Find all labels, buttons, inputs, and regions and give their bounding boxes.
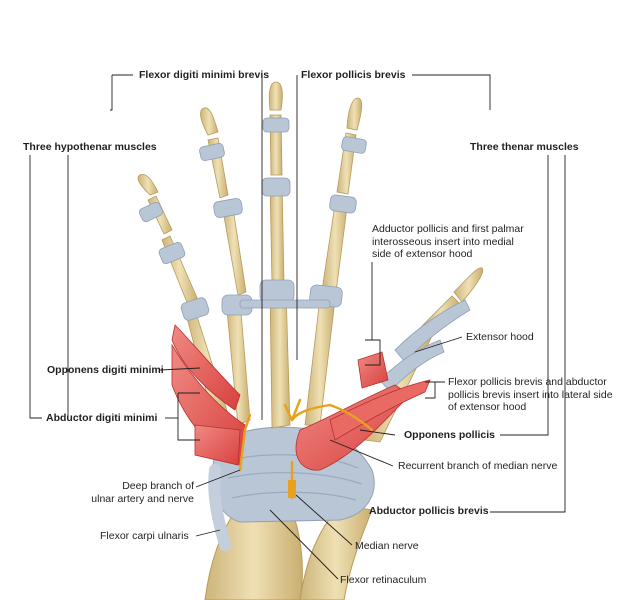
label-fpb-insert: Flexor pollicis brevis and abductor poll… — [448, 376, 613, 414]
label-flexor-digiti-minimi-brevis: Flexor digiti minimi brevis — [139, 69, 270, 81]
label-opponens-pollicis: Opponens pollicis — [404, 429, 496, 441]
nerves — [238, 398, 374, 500]
label-abductor-pollicis-brevis: Abductor pollicis brevis — [369, 505, 489, 517]
label-median-nerve: Median nerve — [355, 540, 419, 552]
label-fpb-insert-line3: of extensor hood — [448, 401, 527, 413]
label-flexor-retinaculum: Flexor retinaculum — [340, 574, 427, 586]
joint-ligaments — [138, 117, 471, 393]
label-adductor-insert: Adductor pollicis and first palmar inter… — [372, 223, 524, 261]
hypothenar-muscles — [171, 324, 246, 466]
label-opponens-digiti-minimi: Opponens digiti minimi — [47, 364, 164, 376]
label-deep-branch: Deep branch of ulnar artery and nerve — [84, 480, 194, 505]
label-extensor-hood: Extensor hood — [466, 331, 534, 343]
label-deep-branch-line2: ulnar artery and nerve — [91, 492, 194, 505]
median-nerve-segment — [288, 480, 296, 498]
label-deep-branch-line1: Deep branch of — [122, 480, 194, 492]
label-fpb-insert-line1: Flexor pollicis brevis and abductor — [448, 376, 607, 388]
label-three-thenar-muscles: Three thenar muscles — [470, 141, 579, 153]
label-flexor-pollicis-brevis: Flexor pollicis brevis — [301, 69, 406, 81]
leader-lines — [29, 74, 566, 580]
thenar-muscles — [295, 351, 431, 471]
label-three-hypothenar-muscles: Three hypothenar muscles — [23, 141, 157, 153]
label-abductor-digiti-minimi: Abductor digiti minimi — [46, 412, 158, 424]
label-adductor-insert-line3: side of extensor hood — [372, 248, 473, 260]
label-recurrent-branch: Recurrent branch of median nerve — [398, 460, 558, 472]
label-flexor-carpi-ulnaris: Flexor carpi ulnaris — [100, 530, 189, 542]
label-adductor-insert-line1: Adductor pollicis and first palmar — [372, 223, 524, 235]
forearm-bones — [204, 504, 373, 600]
label-fpb-insert-line2: pollicis brevis insert into lateral side — [448, 388, 613, 401]
label-adductor-insert-line2: interosseous insert into medial — [372, 235, 514, 248]
